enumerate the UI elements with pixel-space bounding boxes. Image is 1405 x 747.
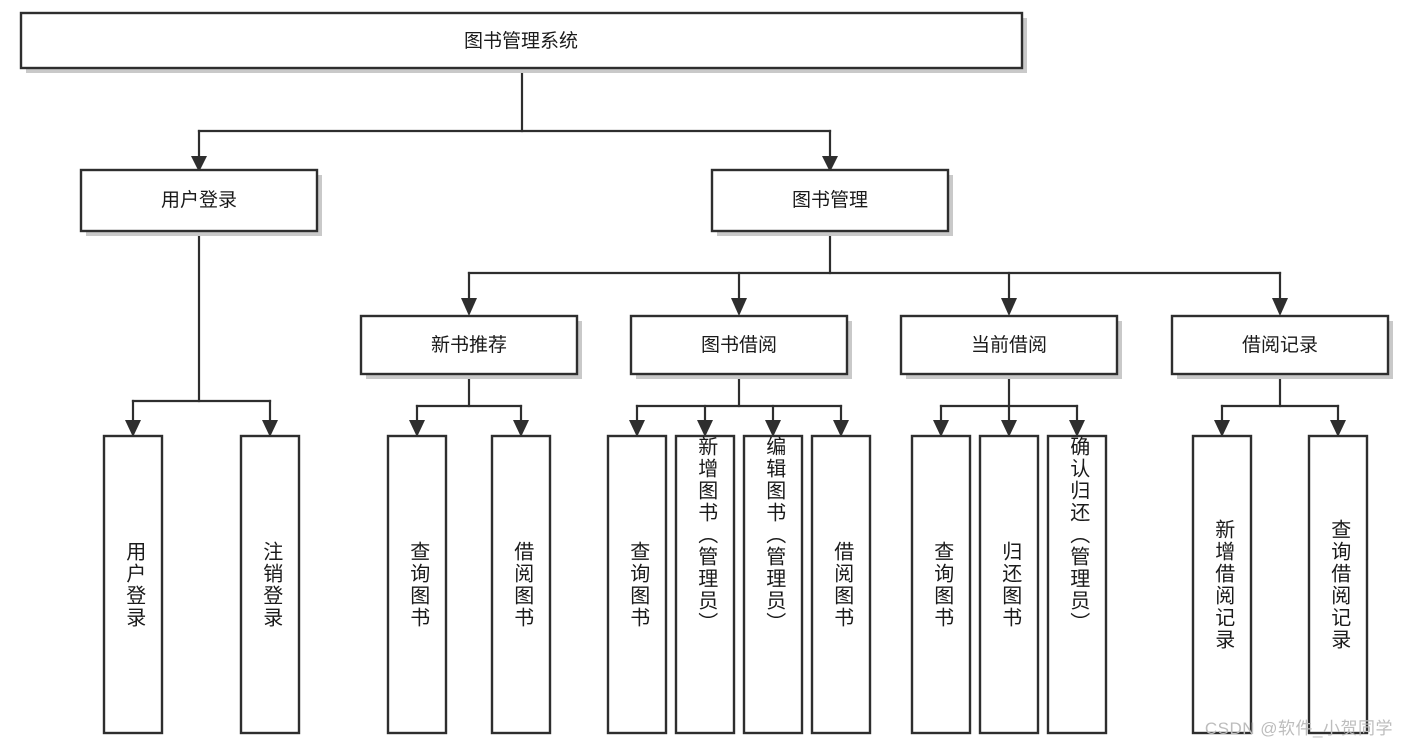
csdn-watermark: CSDN @软件_小贺同学 [1204, 719, 1393, 738]
arrow-leaf-query-books-2 [629, 420, 645, 437]
leaf-box-return-book[interactable] [978, 434, 1040, 735]
leaf-box-add-record[interactable] [1191, 434, 1253, 735]
node-book-borrow-box [629, 314, 849, 376]
leaf-box-user-login[interactable] [102, 434, 164, 735]
arrow-to-user-login [191, 156, 207, 172]
arrow-leaf-logout [262, 420, 278, 437]
leaf-box-logout[interactable] [239, 434, 301, 735]
node-borrow-record-label: 借阅记录 [1242, 334, 1318, 356]
leaf-box-query-books-1[interactable] [386, 434, 448, 735]
node-book-management-label: 图书管理 [792, 189, 868, 211]
node-root-box [19, 11, 1024, 70]
node-book-management[interactable]: 图书管理 [710, 168, 953, 236]
arrow-leaf-query-books-1 [409, 420, 425, 437]
arrow-leaf-edit-book [765, 420, 781, 437]
connector-group [125, 66, 1346, 437]
arrow-to-borrow-record [1272, 298, 1288, 316]
node-current-borrow-label: 当前借阅 [971, 334, 1047, 356]
arrow-to-book-mgmt [822, 156, 838, 172]
node-new-book-recommend-label: 新书推荐 [431, 334, 507, 356]
node-book-borrow[interactable]: 图书借阅 [629, 314, 852, 379]
node-book-borrow-label: 图书借阅 [701, 334, 777, 356]
node-book-management-box [710, 168, 950, 233]
node-user-login[interactable]: 用户登录 [79, 168, 322, 236]
arrow-leaf-borrow-books-1 [513, 420, 529, 437]
arrow-leaf-return-book [1001, 420, 1017, 437]
leaf-box-query-books-2[interactable] [606, 434, 668, 735]
arrow-to-current-borrow [1001, 298, 1017, 316]
node-current-borrow-box [899, 314, 1119, 376]
leaf-box-query-record[interactable] [1307, 434, 1369, 735]
arrow-leaf-add-record [1214, 420, 1230, 437]
leaf-box-confirm-return[interactable] [1046, 434, 1108, 735]
leaf-box-add-book[interactable] [674, 434, 736, 735]
leaf-box-group [102, 434, 1369, 735]
node-borrow-record-box [1170, 314, 1390, 376]
arrow-to-new-books [461, 298, 477, 316]
node-current-borrow[interactable]: 当前借阅 [899, 314, 1122, 379]
leaf-box-borrow-books-2[interactable] [810, 434, 872, 735]
leaf-box-borrow-books-1[interactable] [490, 434, 552, 735]
node-new-book-recommend[interactable]: 新书推荐 [359, 314, 582, 379]
arrow-leaf-query-books-3 [933, 420, 949, 437]
arrow-leaf-add-book [697, 420, 713, 437]
node-root[interactable]: 图书管理系统 [19, 11, 1027, 73]
arrow-leaf-user-login [125, 420, 141, 437]
node-user-login-box [79, 168, 319, 233]
leaf-box-query-books-3[interactable] [910, 434, 972, 735]
arrow-leaf-confirm-return [1069, 420, 1085, 437]
node-root-label: 图书管理系统 [464, 30, 578, 52]
arrow-leaf-query-record [1330, 420, 1346, 437]
node-borrow-record[interactable]: 借阅记录 [1170, 314, 1393, 379]
leaf-box-edit-book[interactable] [742, 434, 804, 735]
arrow-leaf-borrow-books-2 [833, 420, 849, 437]
node-user-login-label: 用户登录 [161, 189, 237, 211]
arrow-to-borrow [731, 298, 747, 316]
node-new-book-recommend-box [359, 314, 579, 376]
